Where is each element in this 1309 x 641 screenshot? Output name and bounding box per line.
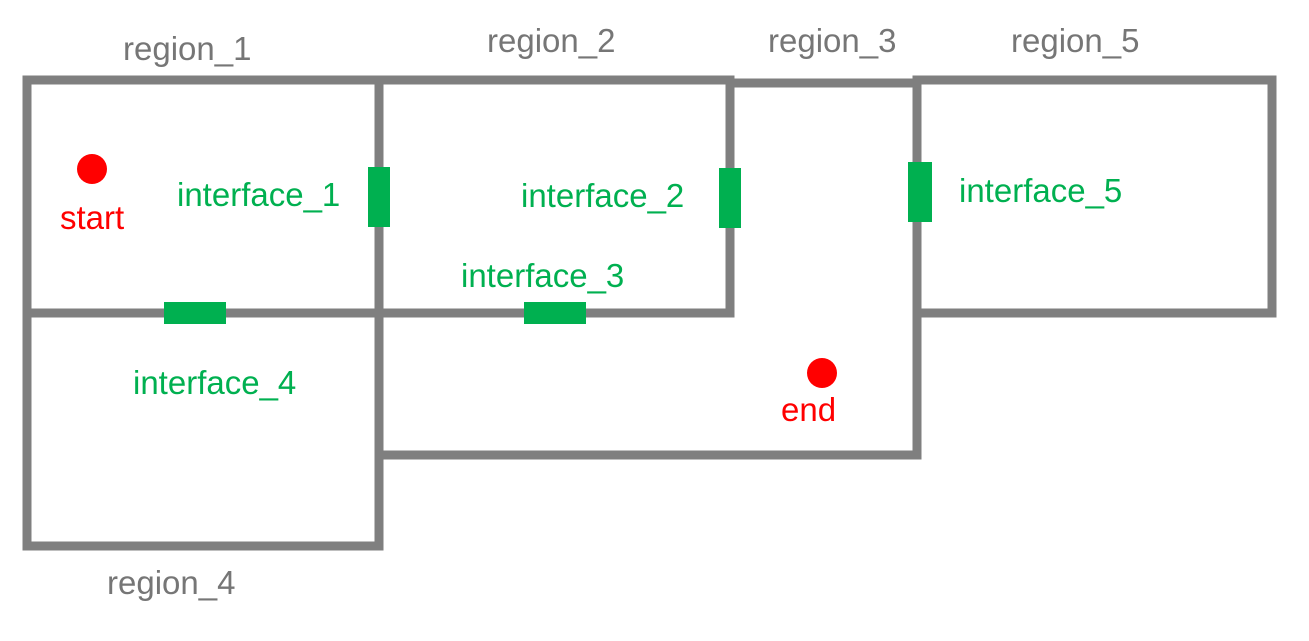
interface-1-label: interface_1: [177, 176, 340, 213]
marker-labels: start end: [60, 199, 836, 428]
interface-2-door: [719, 168, 741, 228]
interface-4-label: interface_4: [133, 364, 296, 401]
region-3-label: region_3: [768, 22, 896, 59]
start-label: start: [60, 199, 124, 236]
region-5-label: region_5: [1011, 22, 1139, 59]
markers: [77, 154, 837, 388]
interface-5-label: interface_5: [959, 172, 1122, 209]
region-3-walls: [374, 78, 922, 460]
interface-3-label: interface_3: [461, 257, 624, 294]
interfaces: [164, 162, 932, 324]
region-1-label: region_1: [123, 30, 251, 67]
region-2-label: region_2: [487, 22, 615, 59]
interface-1-door: [368, 167, 390, 227]
end-label: end: [781, 391, 836, 428]
interface-2-label: interface_2: [521, 177, 684, 214]
interface-labels: interface_1 interface_2 interface_3 inte…: [133, 172, 1122, 401]
start-marker-dot: [77, 154, 107, 184]
end-marker-dot: [807, 358, 837, 388]
interface-3-door: [524, 302, 586, 324]
interface-5-door: [908, 162, 932, 222]
region-labels: region_1 region_2 region_3 region_5 regi…: [107, 22, 1139, 601]
region-4-walls: [22, 308, 384, 551]
interface-4-door: [164, 302, 226, 324]
region-4-label: region_4: [107, 564, 235, 601]
